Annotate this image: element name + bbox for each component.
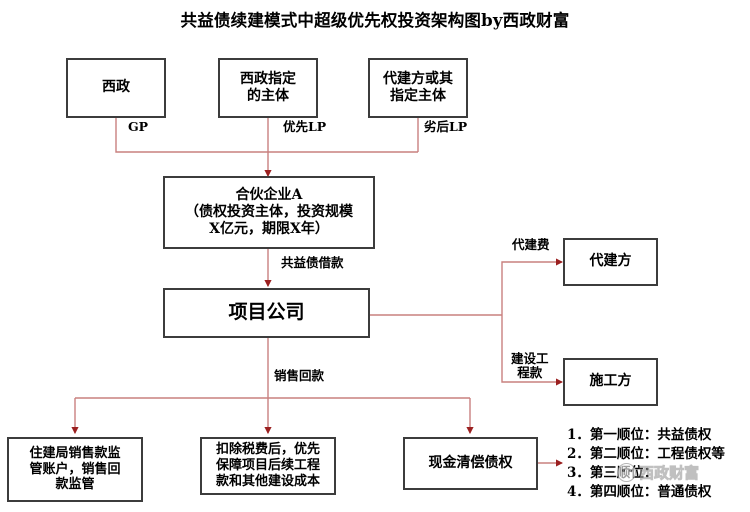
node-contractor[interactable]: 施工方 xyxy=(563,358,658,406)
legend-item-4: 4．第四顺位：普通债权 xyxy=(567,484,712,501)
page-title: 共益债续建模式中超级优先权投资架构图by西政财富 xyxy=(180,11,570,30)
edge-label-inferior-lp: 劣后LP xyxy=(424,119,468,134)
legend-item-3: 3．第三顺位： xyxy=(567,465,658,482)
edge-label-agent-fee: 代建费 xyxy=(512,237,550,252)
legend-item-2: 2．第二顺位：工程债权等 xyxy=(567,446,725,463)
edge-label-gp: GP xyxy=(128,119,149,134)
edge-label-construction-payment: 建设工 程款 xyxy=(511,351,549,381)
node-xizheng[interactable]: 西政 xyxy=(66,58,166,118)
priority-legend: 1．第一顺位：共益债权 2．第二顺位：工程债权等 3．第三顺位： 4．第四顺位：… xyxy=(567,426,725,503)
node-after-tax-priority[interactable]: 扣除税费后，优先 保障项目后续工程 款和其他建设成本 xyxy=(200,437,336,495)
legend-item-1: 1．第一顺位：共益债权 xyxy=(567,427,712,443)
node-supervision-account[interactable]: 住建局销售款监 管账户，销售回 款监管 xyxy=(7,437,143,502)
node-cash-repayment[interactable]: 现金清偿债权 xyxy=(403,437,538,490)
edge-label-sales-return: 销售回款 xyxy=(274,368,325,383)
node-xizheng-designated-entity[interactable]: 西政指定 的主体 xyxy=(218,58,318,118)
node-project-company[interactable]: 项目公司 xyxy=(163,288,370,338)
edge-label-priority-lp: 优先LP xyxy=(283,119,327,134)
node-agent-builder[interactable]: 代建方 xyxy=(563,238,658,286)
node-partnership-a[interactable]: 合伙企业A （债权投资主体，投资规模 X亿元，期限X年） xyxy=(163,176,375,249)
edge-label-common-benefit-loan: 共益债借款 xyxy=(281,255,344,270)
node-agent-builder-designated-entity[interactable]: 代建方或其 指定主体 xyxy=(368,58,468,118)
